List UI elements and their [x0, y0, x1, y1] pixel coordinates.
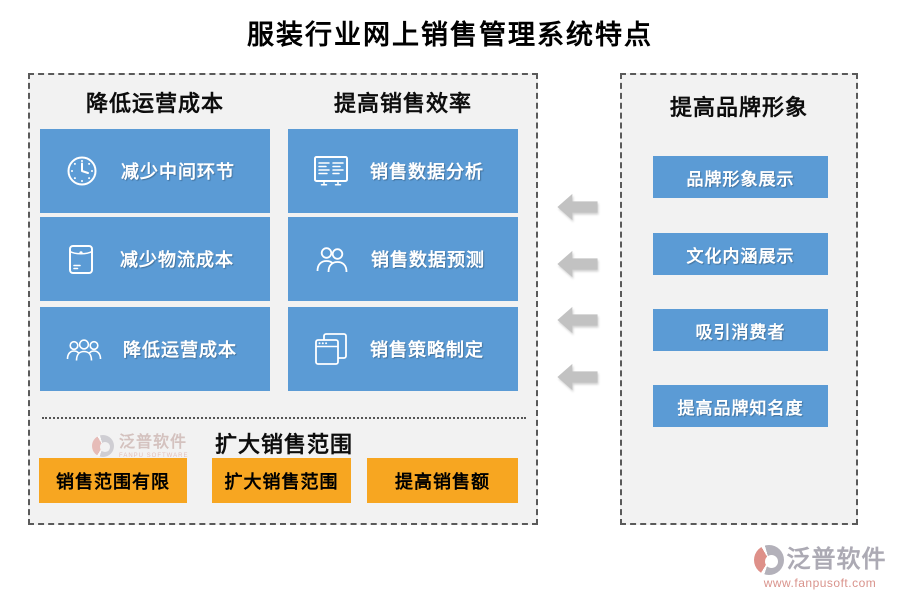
brand-box-awareness: 提高品牌知名度	[653, 385, 828, 427]
watermark-brand: 泛普软件	[119, 434, 188, 451]
brand-box-attract-consumers: 吸引消费者	[653, 309, 828, 351]
logo-brand-text: 泛普软件	[786, 547, 887, 573]
fanpu-logo-icon	[753, 545, 784, 575]
left-arrow-icon	[557, 306, 598, 334]
expand-box-limited-range: 销售范围有限	[39, 458, 187, 503]
dotted-divider	[42, 417, 526, 419]
package-icon	[64, 239, 98, 279]
expand-box-expand-range: 扩大销售范围	[212, 458, 351, 503]
fanpu-logo-icon	[92, 435, 114, 457]
left-arrow-icon	[557, 363, 598, 391]
expand-box-increase-sales: 提高销售额	[367, 458, 518, 503]
left-arrow-icon	[557, 193, 598, 221]
brand-box-culture-display: 文化内涵展示	[653, 233, 828, 275]
watermark: 泛普软件 FANPU SOFTWARE	[92, 435, 188, 459]
feature-label: 销售数据分析	[370, 162, 484, 182]
feature-label: 销售数据预测	[371, 250, 485, 270]
feature-box-reduce-middlemen: 减少中间环节	[40, 129, 270, 213]
expand-sales-header: 扩大销售范围	[214, 432, 353, 457]
logo-url-text: www.fanpusoft.com	[763, 576, 877, 590]
brand-panel-header: 提高品牌形象	[669, 95, 808, 120]
features-panel: 降低运营成本 提高销售效率 减少中间环节	[28, 73, 538, 525]
people-group-icon	[64, 333, 104, 365]
page-title: 服装行业网上销售管理系统特点	[247, 20, 653, 50]
brand-image-panel: 提高品牌形象 品牌形象展示 文化内涵展示 吸引消费者 提高品牌知名度	[620, 73, 858, 525]
brand-box-image-display: 品牌形象展示	[653, 156, 828, 198]
feature-box-sales-data-analysis: 销售数据分析	[288, 129, 518, 213]
watermark-sub: FANPU SOFTWARE	[119, 453, 189, 459]
column-header-sales-efficiency: 提高销售效率	[333, 91, 472, 116]
stacked-windows-icon	[312, 331, 350, 367]
feature-label: 减少物流成本	[120, 250, 234, 270]
feature-box-sales-data-forecast: 销售数据预测	[288, 217, 518, 301]
chart-board-icon	[312, 153, 350, 189]
fanpu-logo: 泛普软件 www.fanpusoft.com	[747, 545, 893, 590]
two-users-icon	[312, 243, 352, 275]
feature-box-reduce-logistics-cost: 减少物流成本	[40, 217, 270, 301]
feature-box-lower-operating-cost: 降低运营成本	[40, 307, 270, 391]
feature-box-sales-strategy: 销售策略制定	[288, 307, 518, 391]
feature-label: 降低运营成本	[123, 340, 237, 360]
feature-label: 销售策略制定	[370, 340, 484, 360]
feature-label: 减少中间环节	[121, 162, 235, 182]
clock-icon	[64, 153, 100, 189]
left-arrow-icon	[557, 250, 598, 278]
column-header-reduce-costs: 降低运营成本	[85, 91, 224, 116]
